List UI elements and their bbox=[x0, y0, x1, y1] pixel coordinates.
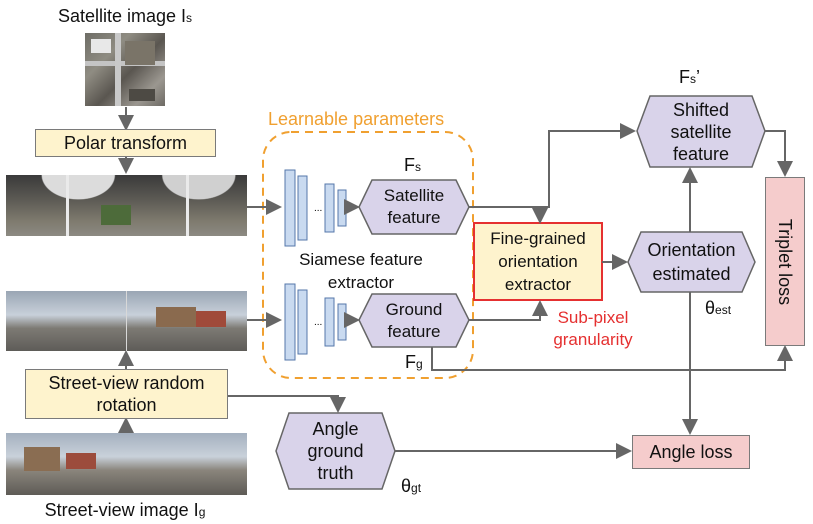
fs-label: Fs bbox=[404, 155, 421, 175]
satellite-feature-hex bbox=[358, 179, 470, 235]
learnable-parameters-label: Learnable parameters bbox=[268, 109, 445, 129]
theta-gt-label: θgt bbox=[401, 476, 422, 496]
svg-text:...: ... bbox=[314, 317, 322, 328]
fg-label: Fg bbox=[405, 352, 423, 372]
svg-text:...: ... bbox=[314, 203, 322, 214]
theta-est-label: θest bbox=[705, 298, 732, 318]
triplet-loss-label: Triplet loss bbox=[775, 218, 796, 305]
angle-loss-box: Angle loss bbox=[632, 435, 750, 469]
polar-transform-label: Polar transform bbox=[63, 133, 188, 153]
angle-gt-hex bbox=[275, 412, 396, 490]
cnn-layers-top: ... bbox=[284, 169, 360, 247]
shifted-feature-hex bbox=[636, 95, 766, 168]
fine-grained-label: Fine-grained orientation extractor bbox=[490, 229, 586, 294]
street-view-image bbox=[6, 433, 247, 495]
ground-feature-hex bbox=[358, 293, 470, 348]
satellite-feature-label: Satellite feature bbox=[383, 186, 445, 227]
orientation-estimated-label: Orientation estimated bbox=[647, 240, 736, 284]
learnable-region bbox=[262, 131, 474, 379]
shifted-fs-label: Fs’ bbox=[679, 67, 700, 87]
polar-satellite-image bbox=[6, 175, 247, 236]
satellite-image-label: Satellite image Is bbox=[57, 6, 193, 26]
cnn-layers-bottom: ... bbox=[284, 283, 360, 361]
satellite-image bbox=[85, 33, 165, 106]
street-image-label: Street-view image Ig bbox=[44, 500, 206, 520]
triplet-loss-box: Triplet loss bbox=[765, 177, 805, 346]
shifted-feature-label: Shifted satellite feature bbox=[670, 99, 732, 164]
ground-panorama-image bbox=[6, 291, 247, 351]
angle-ground-truth-label: Angle ground truth bbox=[307, 419, 364, 483]
orientation-hex bbox=[627, 231, 756, 293]
siamese-extractor-label: Siamese feature extractor bbox=[299, 250, 423, 292]
angle-loss-label: Angle loss bbox=[649, 442, 733, 462]
polar-transform-box: Polar transform bbox=[35, 129, 216, 157]
street-rotation-box: Street-view random rotation bbox=[25, 369, 228, 419]
ground-feature-label: Ground feature bbox=[385, 299, 443, 341]
sub-pixel-label: Sub-pixel granularity bbox=[553, 308, 633, 349]
